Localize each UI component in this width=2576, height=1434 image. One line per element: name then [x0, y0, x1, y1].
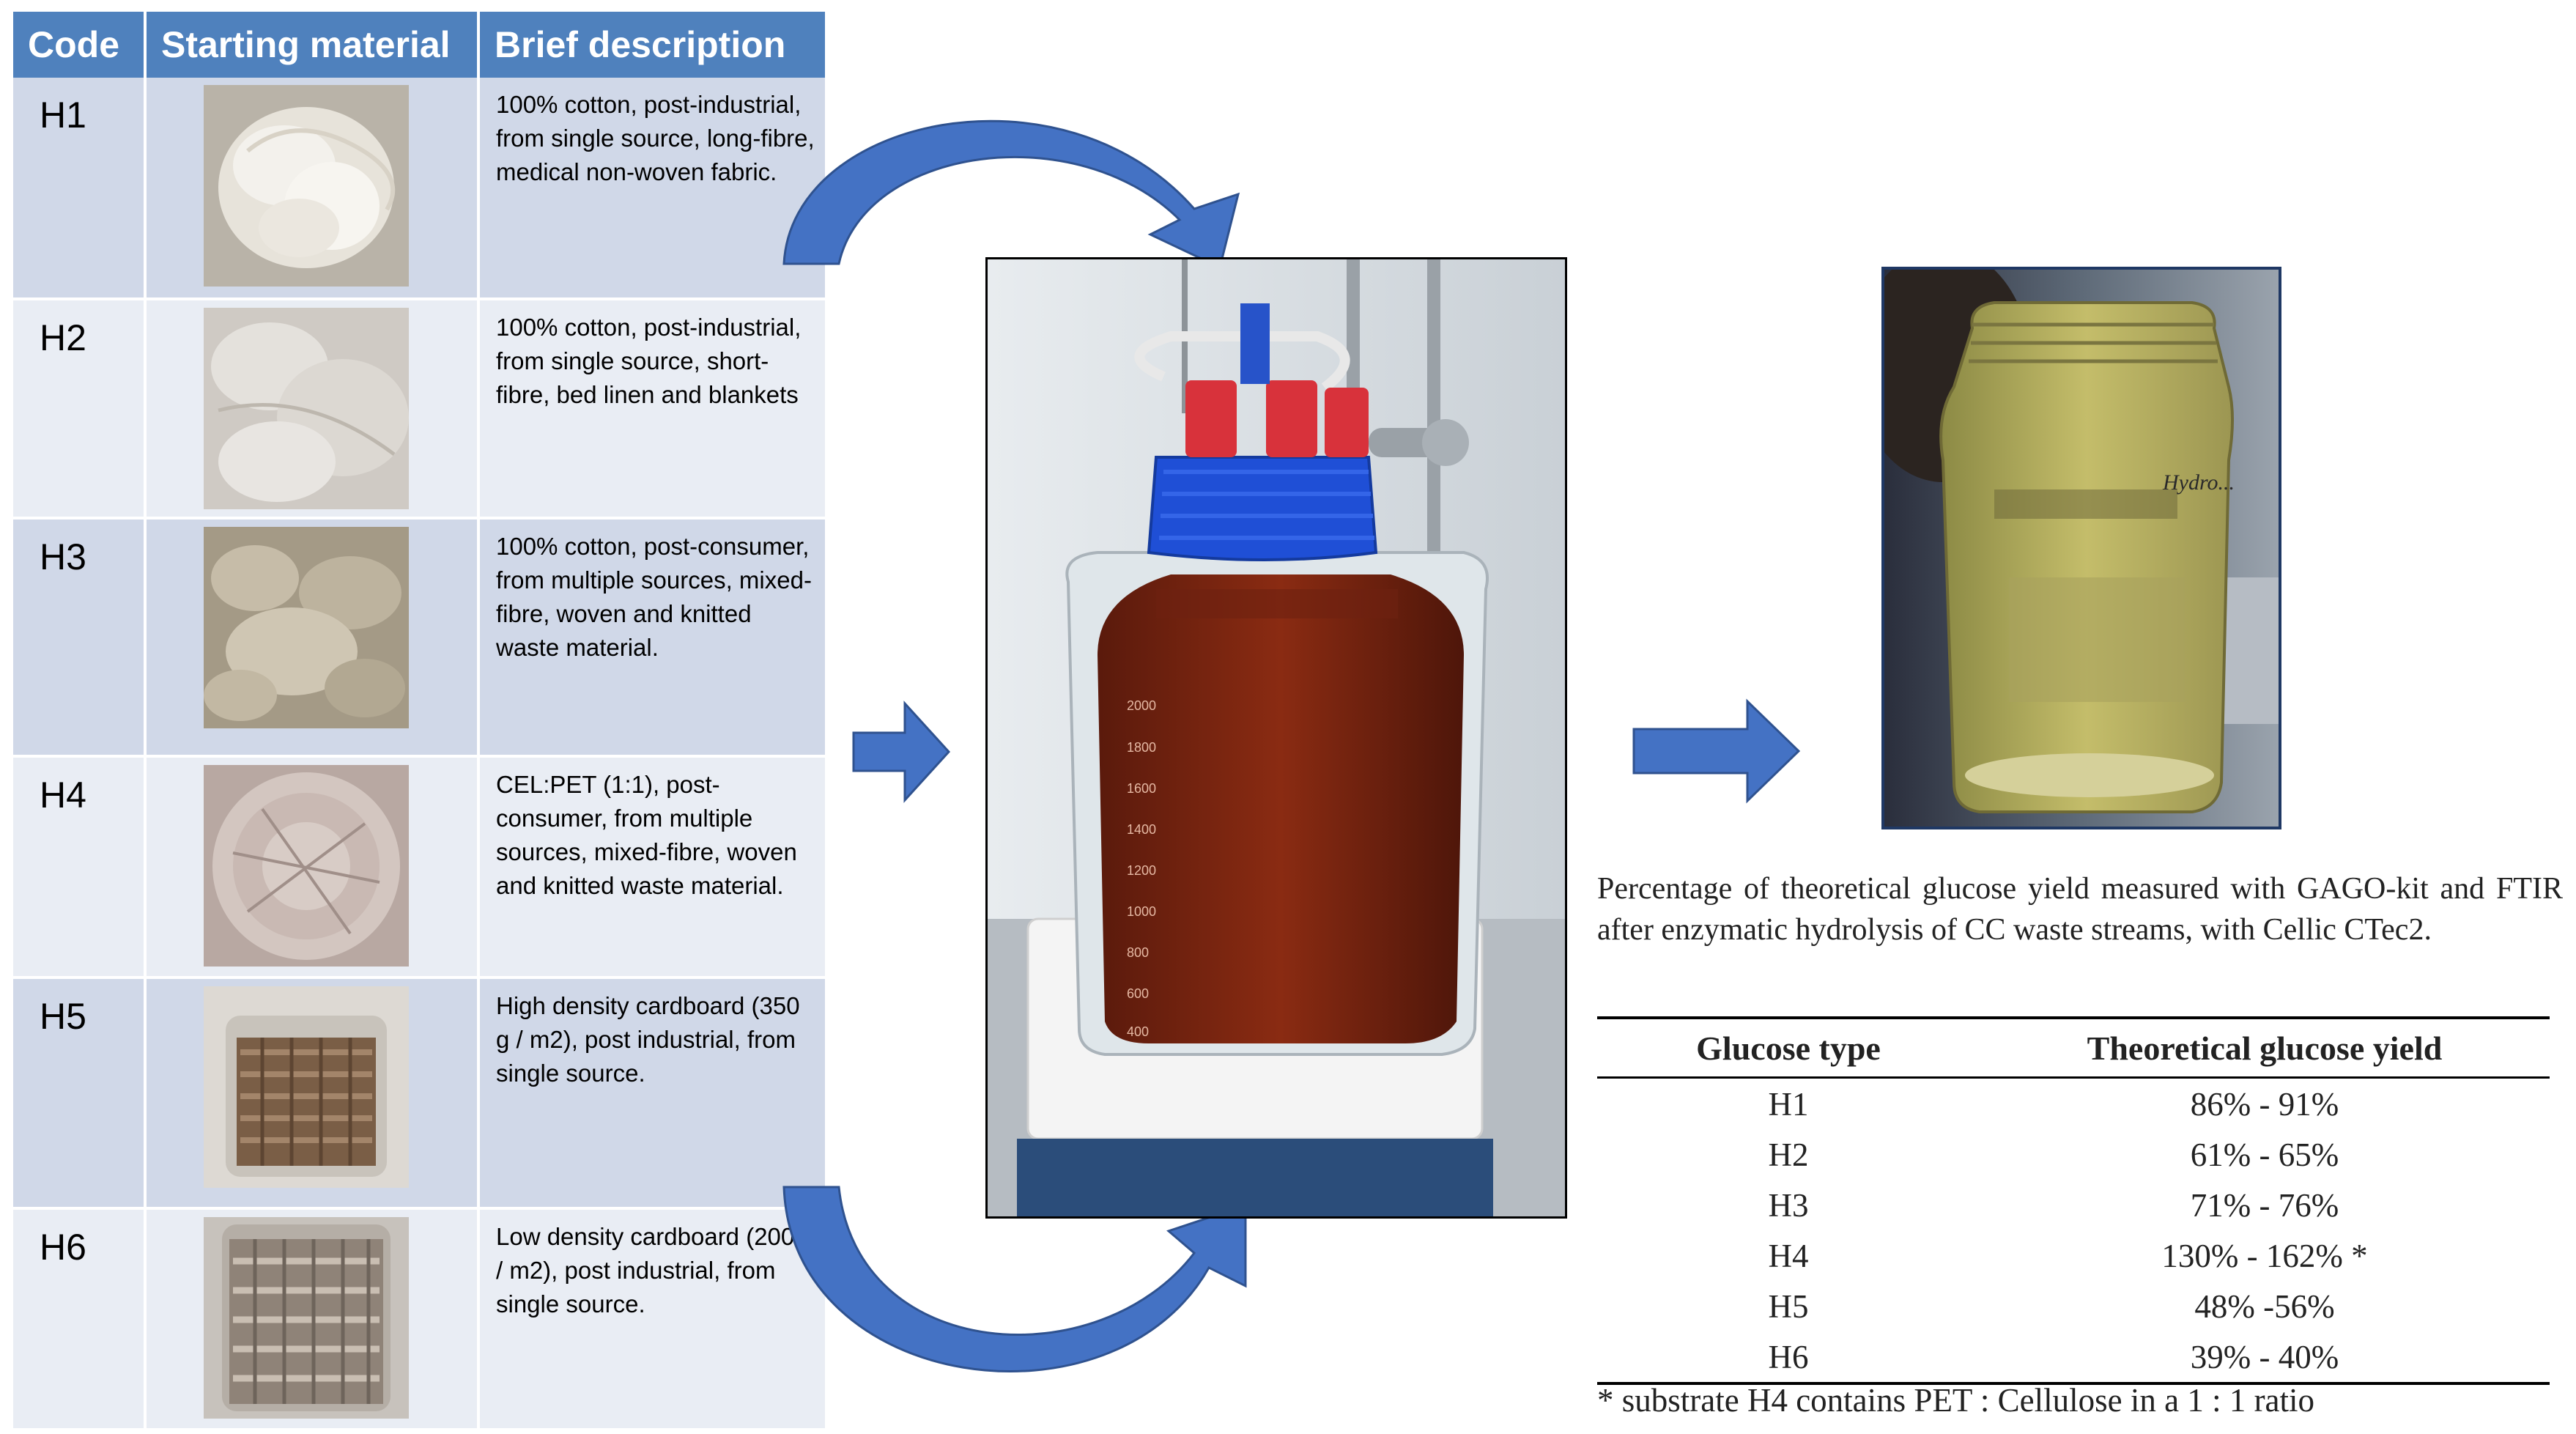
material-code: H5 [13, 977, 147, 1210]
low-density-cardboard-photo [204, 1217, 409, 1419]
yield-row: H3 71% - 76% [1597, 1180, 2550, 1230]
cel-pet-shreds-photo [204, 765, 409, 967]
glucose-type-cell: H3 [1768, 1186, 1809, 1224]
material-description: 100% cotton, post-consumer, from multipl… [478, 518, 828, 758]
glucose-type-cell: H1 [1768, 1085, 1809, 1123]
glucose-type-cell: H4 [1768, 1237, 1809, 1274]
material-description: CEL:PET (1:1), post-consumer, from multi… [478, 756, 828, 979]
jar-illustration: Hydro... [1884, 270, 2279, 827]
beaker-scale: 2000 1800 1600 1400 1200 1000 800 600 40… [1127, 698, 1156, 1039]
yield-value-cell: 71% - 76% [2190, 1186, 2339, 1224]
jar-handwritten-label: Hydro... [2162, 470, 2235, 495]
curved-arrow-top-icon [782, 119, 1240, 270]
glucose-type-cell: H6 [1768, 1338, 1809, 1375]
material-image-cell [145, 78, 480, 300]
material-code: H3 [13, 518, 147, 758]
header-starting-material: Starting material [145, 12, 480, 78]
reactor-photo: 2000 1800 1600 1400 1200 1000 800 600 40… [985, 257, 1567, 1219]
red-port-cap [1325, 388, 1369, 457]
header-code: Code [13, 12, 147, 78]
header-glucose-type: Glucose type [1597, 1018, 1980, 1079]
material-row-h1: H1 100% cotton, post-industrial, from si… [13, 78, 828, 300]
material-row-h4: H4 CEL:PET (1:1), post-consumer, from mu… [13, 756, 828, 979]
red-port-cap [1185, 380, 1237, 457]
yield-footnote: * substrate H4 contains PET : Cellulose … [1597, 1382, 2315, 1419]
red-port-cap [1266, 380, 1317, 457]
materials-table: Code Starting material Brief description… [13, 12, 828, 1431]
yield-value-cell: 39% - 40% [2190, 1338, 2339, 1375]
yield-row: H5 48% -56% [1597, 1281, 2550, 1331]
material-description: Low density cardboard (200 g / m2), post… [478, 1208, 828, 1431]
curved-arrow-bottom-icon [782, 1186, 1247, 1372]
yield-row: H2 61% - 65% [1597, 1129, 2550, 1180]
material-image-cell [145, 518, 480, 758]
yield-value-cell: 130% - 162% * [2161, 1237, 2368, 1274]
material-code: H1 [13, 78, 147, 300]
header-theoretical-yield: Theoretical glucose yield [1980, 1018, 2550, 1079]
bottle-liquid [1098, 574, 1464, 1043]
material-row-h2: H2 100% cotton, post-industrial, from si… [13, 299, 828, 520]
cotton-shortfibre-photo [204, 308, 409, 509]
hydrolysate-jar-photo: Hydro... [1881, 267, 2281, 829]
material-code: H6 [13, 1208, 147, 1431]
mixed-fibre-waste-photo [204, 527, 409, 728]
yield-row: H1 86% - 91% [1597, 1078, 2550, 1130]
material-description: 100% cotton, post-industrial, from singl… [478, 78, 828, 300]
yield-value-cell: 86% - 91% [2190, 1085, 2339, 1123]
material-row-h6: H6 Low density cardboard (200 g / m2), p… [13, 1208, 828, 1431]
high-density-cardboard-photo [204, 986, 409, 1188]
scale-label: 2000 [1127, 698, 1156, 713]
cotton-fibre-photo [204, 85, 409, 287]
scale-label: 1600 [1127, 781, 1156, 796]
material-image-cell [145, 756, 480, 979]
materials-header-row: Code Starting material Brief description [13, 12, 828, 78]
yield-table-caption: Percentage of theoretical glucose yield … [1597, 872, 2563, 947]
material-code: H2 [13, 299, 147, 520]
header-brief-description: Brief description [478, 12, 828, 78]
material-code: H4 [13, 756, 147, 979]
right-arrow-icon [1632, 698, 1801, 804]
scale-label: 800 [1127, 945, 1149, 960]
material-image-cell [145, 1208, 480, 1431]
material-image-cell [145, 977, 480, 1210]
scale-label: 1400 [1127, 822, 1156, 837]
scale-label: 1800 [1127, 740, 1156, 755]
glucose-type-cell: H2 [1768, 1136, 1809, 1173]
material-row-h5: H5 High density cardboard (350 g / m2), … [13, 977, 828, 1210]
scale-label: 600 [1127, 986, 1149, 1001]
yield-value-cell: 48% -56% [2194, 1287, 2335, 1325]
yield-row: H6 39% - 40% [1597, 1331, 2550, 1383]
material-image-cell [145, 299, 480, 520]
yield-header-row: Glucose type Theoretical glucose yield [1597, 1018, 2550, 1079]
glass-jar [1939, 301, 2234, 813]
scale-label: 1200 [1127, 863, 1156, 878]
reactor-illustration: 2000 1800 1600 1400 1200 1000 800 600 40… [988, 259, 1565, 1216]
blue-screw-cap [1147, 456, 1378, 561]
glucose-yield-table: Glucose type Theoretical glucose yield H… [1597, 1016, 2550, 1385]
yield-row: H4 130% - 162% * [1597, 1230, 2550, 1281]
glucose-type-cell: H5 [1768, 1287, 1809, 1325]
yield-value-cell: 61% - 65% [2190, 1136, 2339, 1173]
right-arrow-icon [852, 701, 951, 803]
scale-label: 1000 [1127, 904, 1156, 919]
scale-label: 400 [1127, 1024, 1149, 1039]
material-row-h3: H3 100% cotton, post-consumer, from mult… [13, 518, 828, 758]
material-description: 100% cotton, post-industrial, from singl… [478, 299, 828, 520]
material-description: High density cardboard (350 g / m2), pos… [478, 977, 828, 1210]
